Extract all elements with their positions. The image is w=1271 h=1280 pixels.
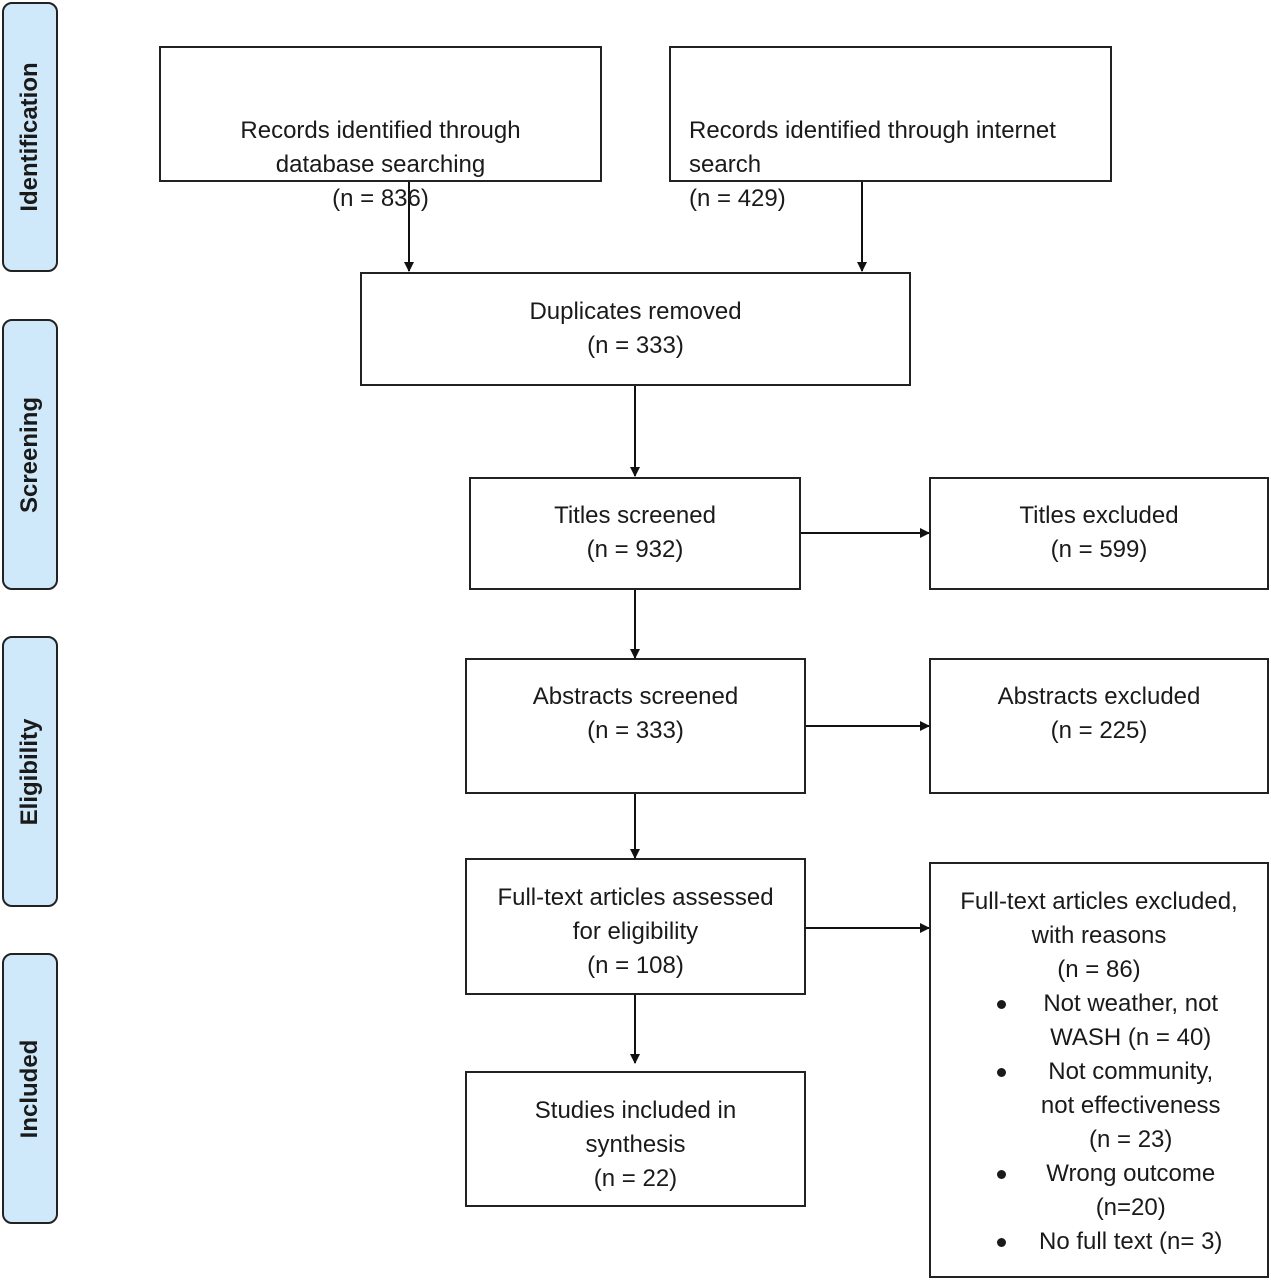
box-line: (n = 333) <box>587 717 684 744</box>
box-line: (n = 836) <box>332 185 429 212</box>
stage-label: Screening <box>16 396 43 513</box>
stage-identification: Identification <box>2 2 58 272</box>
stage-included: Included <box>2 953 58 1224</box>
stage-eligibility: Eligibility <box>2 636 58 907</box>
exclusion-reason: Not community, not effectiveness (n = 23… <box>931 1055 1222 1157</box>
box-line: Titles screened <box>554 502 716 529</box>
box-line: for eligibility <box>572 918 699 945</box>
box-line: (n = 108) <box>587 952 684 979</box>
box-fulltext-excluded: Full-text articles excluded, with reason… <box>929 862 1269 1278</box>
box-fulltext-assessed: Full-text articles assessed for eligibil… <box>465 858 806 995</box>
box-titles-screened: Titles screened (n = 932) <box>469 477 801 590</box>
stage-screening: Screening <box>2 319 58 590</box>
box-titles-excluded: Titles excluded (n = 599) <box>929 477 1269 590</box>
box-line: search <box>689 151 762 178</box>
box-line: Abstracts excluded <box>997 683 1201 710</box>
stage-label: Included <box>16 1039 43 1138</box>
box-line: (n = 932) <box>586 536 684 563</box>
box-line: Records identified through <box>240 117 521 144</box>
exclusion-reasons-list: Not weather, not WASH (n = 40) Not commu… <box>931 987 1222 1259</box>
box-line: (n = 86) <box>1057 956 1141 983</box>
box-line: database searching <box>275 151 486 178</box>
box-line: (n = 225) <box>1050 717 1148 744</box>
exclusion-reason: Not weather, not WASH (n = 40) <box>931 987 1222 1055</box>
box-abstracts-excluded: Abstracts excluded (n = 225) <box>929 658 1269 794</box>
box-line: with reasons <box>1031 922 1167 949</box>
box-line: synthesis <box>585 1131 686 1158</box>
box-internet-records: Records identified through internet sear… <box>669 46 1112 212</box>
box-studies-included: Studies included in synthesis (n = 22) <box>465 1071 806 1207</box>
box-duplicates-removed: Duplicates removed (n = 333) <box>360 272 911 386</box>
exclusion-reason: No full text (n= 3) <box>931 1225 1222 1259</box>
box-line: Studies included in <box>534 1097 737 1124</box>
box-database-records: Records identified through database sear… <box>159 46 602 212</box>
reason-line: Wrong outcome <box>1046 1160 1216 1187</box>
box-line: Full-text articles assessed <box>497 884 774 911</box>
box-line: (n = 599) <box>1050 536 1148 563</box>
box-line: Records identified through internet <box>689 117 1056 144</box>
box-line: Full-text articles excluded, <box>960 888 1238 915</box>
reason-line: Not weather, not <box>1043 990 1219 1017</box>
reason-line: No full text (n= 3) <box>1039 1228 1223 1255</box>
box-line: Duplicates removed <box>529 298 742 325</box>
box-line: Abstracts screened <box>532 683 739 710</box>
reason-line: WASH (n = 40) <box>1050 1024 1212 1051</box>
reason-line: (n = 23) <box>1089 1126 1173 1153</box>
box-line: (n = 429) <box>689 185 786 212</box>
box-line: Titles excluded <box>1019 502 1179 529</box>
reason-line: Not community, <box>1048 1058 1214 1085</box>
reason-line: not effectiveness <box>1040 1092 1221 1119</box>
stage-label: Eligibility <box>16 718 43 825</box>
exclusion-reason: Wrong outcome (n=20) <box>931 1157 1222 1225</box>
reason-line: (n=20) <box>1095 1194 1166 1221</box>
stage-label: Identification <box>16 62 43 212</box>
box-line: (n = 22) <box>593 1165 678 1192</box>
box-line: (n = 333) <box>587 332 684 359</box>
box-abstracts-screened: Abstracts screened (n = 333) <box>465 658 806 794</box>
